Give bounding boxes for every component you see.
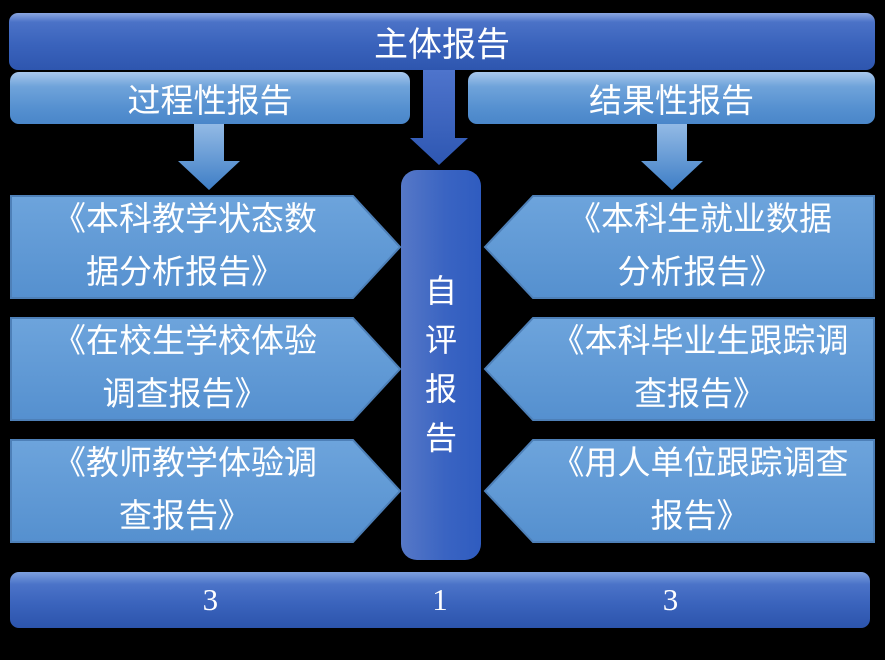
main-report-label: 主体报告 [374,27,510,64]
self-evaluation-report-box: 自 评 报 告 [401,170,481,560]
process-report-bar: 过程性报告 [10,72,410,124]
count-right: 3 [662,582,679,617]
right-pointing-pentagon-shape [10,439,402,543]
report-item-right-1: 《本科生就业数据 分析报告》 [483,195,875,299]
report-item-left-2: 《在校生学校体验 调查报告》 [10,317,402,421]
self-evaluation-char: 评 [424,322,457,358]
report-item-label: 《教师教学体验调 查报告》 [53,446,317,535]
count-center: 1 [432,582,448,617]
self-evaluation-char: 自 [424,273,457,309]
left-pointing-pentagon-shape [483,439,875,543]
report-item-right-3: 《用人单位跟踪调查 报告》 [483,439,875,543]
report-item-left-3: 《教师教学体验调 查报告》 [10,439,402,543]
report-item-left-1: 《本科教学状态数 据分析报告》 [10,195,402,299]
count-summary-bar: 3 1 3 [10,572,870,628]
report-item-label: 《在校生学校体验 调查报告》 [53,324,317,413]
self-evaluation-char: 报 [424,371,457,407]
report-item-right-2: 《本科毕业生跟踪调 查报告》 [483,317,875,421]
report-item-label: 《本科毕业生跟踪调 查报告》 [551,324,849,413]
left-pointing-pentagon-shape [483,317,875,421]
self-evaluation-char: 告 [424,420,457,456]
count-left: 3 [202,582,219,617]
center-down-arrow-icon [410,70,468,165]
right-pointing-pentagon-shape [10,317,402,421]
result-report-label: 结果性报告 [589,84,754,120]
main-report-bar: 主体报告 [9,13,875,70]
left-pointing-pentagon-shape [483,195,875,299]
report-item-label: 《本科教学状态数 据分析报告》 [53,202,317,291]
result-report-bar: 结果性报告 [468,72,875,124]
report-item-label: 《用人单位跟踪调查 报告》 [551,446,849,535]
right-down-arrow-icon [641,124,703,190]
left-down-arrow-icon [178,124,240,190]
report-item-label: 《本科生就业数据 分析报告》 [568,202,832,291]
process-report-label: 过程性报告 [127,84,293,120]
right-pointing-pentagon-shape [10,195,402,299]
